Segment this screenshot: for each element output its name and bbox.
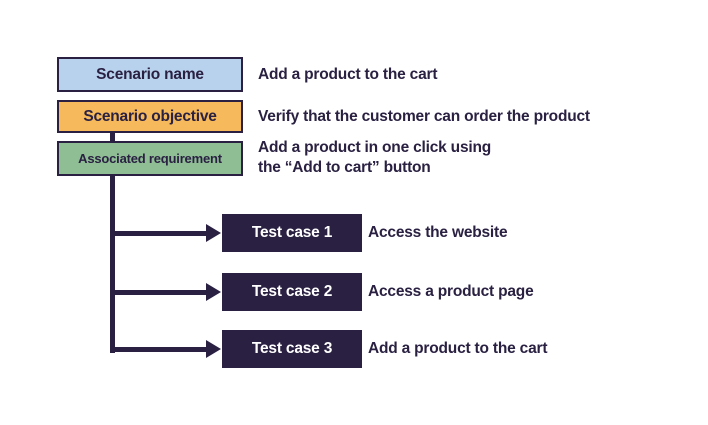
arrow-right-icon-3 <box>206 340 221 358</box>
test-case-description-3: Add a product to the cart <box>368 340 548 357</box>
test-case-label-2: Test case 2 <box>251 283 333 300</box>
test-case-description-1: Access the website <box>368 224 508 241</box>
connector-stub <box>110 131 115 142</box>
test-case-label-3: Test case 3 <box>251 340 333 357</box>
associated-requirement-value-line2: the “Add to cart” button <box>258 159 431 176</box>
associated-requirement-label: Associated requirement <box>78 151 222 166</box>
arrow-right-icon-2 <box>206 283 221 301</box>
scenario-name-label: Scenario name <box>96 65 204 83</box>
arrow-right-icon-1 <box>206 224 221 242</box>
test-case-box-2: Test case 2 <box>222 273 362 311</box>
scenario-objective-box: Scenario objective <box>57 100 243 133</box>
connector-vertical-line <box>110 176 115 353</box>
test-case-description-2: Access a product page <box>368 283 534 300</box>
branch-line-2 <box>110 290 207 295</box>
branch-line-1 <box>110 231 207 236</box>
scenario-objective-label: Scenario objective <box>83 107 217 125</box>
scenario-name-value: Add a product to the cart <box>258 66 438 83</box>
associated-requirement-box: Associated requirement <box>57 141 243 176</box>
associated-requirement-value: Add a product in one click using the “Ad… <box>258 138 491 178</box>
scenario-objective-value: Verify that the customer can order the p… <box>258 108 590 125</box>
branch-line-3 <box>110 347 207 352</box>
scenario-name-box: Scenario name <box>57 57 243 92</box>
associated-requirement-value-line1: Add a product in one click using <box>258 139 492 156</box>
test-case-box-3: Test case 3 <box>222 330 362 368</box>
test-case-box-1: Test case 1 <box>222 214 362 252</box>
test-case-label-1: Test case 1 <box>251 224 333 241</box>
